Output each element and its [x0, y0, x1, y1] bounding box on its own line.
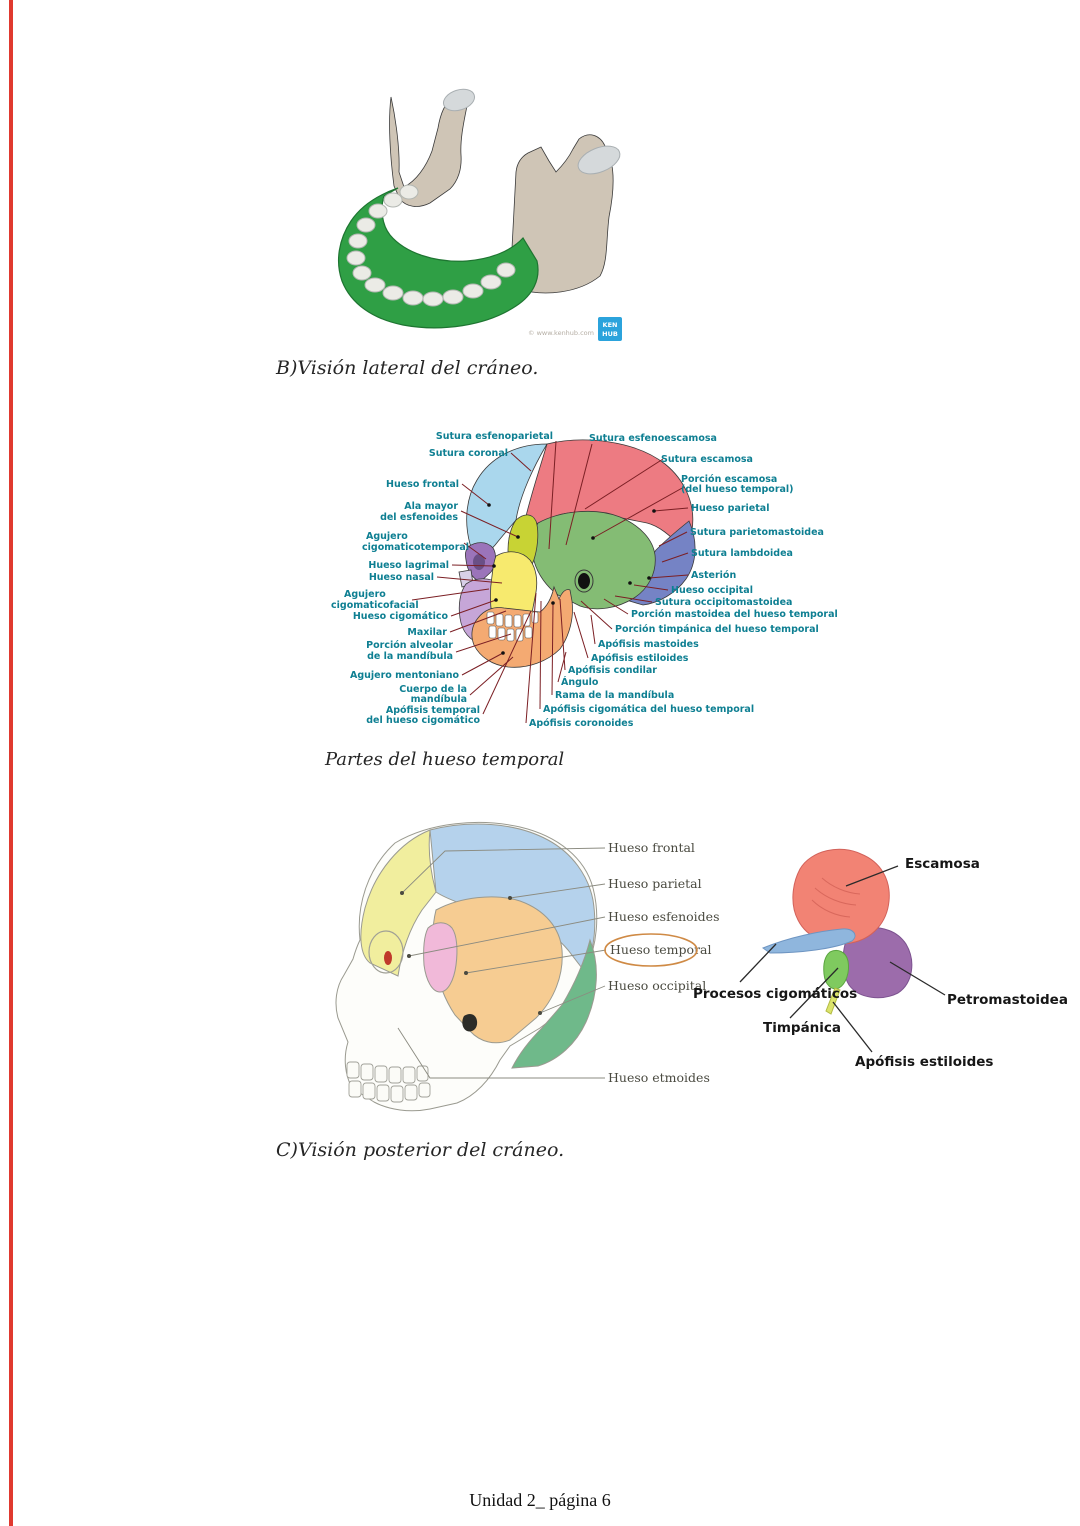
mandible-left-condyle: [442, 88, 476, 112]
mandible-teeth: [346, 184, 516, 307]
mandible-right-condyle: [577, 145, 621, 175]
label-agujero-cigomaticotemporal-1: Agujero: [366, 531, 408, 542]
label-sutura-lambdoidea: Sutura lambdoidea: [691, 548, 793, 559]
ear-canal: [578, 573, 590, 589]
temporal-bone-leaders: [739, 865, 946, 1053]
label-ala-mayor-2: del esfenoides: [380, 512, 458, 523]
zygomatic-process-part: [761, 928, 856, 954]
label-sutura-esfenoparietal: Sutura esfenoparietal: [436, 431, 553, 442]
label-porcion-escamosa-1: Porción escamosa: [681, 474, 777, 485]
temporal-squamous-shape: [531, 510, 656, 610]
label-apofisis-coronoides: Apófisis coronoides: [529, 718, 634, 729]
label-side-hueso-temporal: Hueso temporal: [610, 942, 712, 957]
label-apofisis-temporal-cigomatico-2: del hueso cigomático: [366, 715, 480, 726]
label-escamosa: Escamosa: [905, 856, 980, 872]
ear-opening-sketch: [462, 1013, 478, 1032]
figure-mandible: © www.kenhub.com KEN HUB: [280, 55, 640, 350]
kenhub-logo-text-2: HUB: [602, 330, 618, 338]
label-maxilar: Maxilar: [407, 627, 447, 638]
mandible-illustration: © www.kenhub.com KEN HUB: [337, 88, 622, 341]
label-angulo: Ángulo: [561, 676, 599, 688]
label-apofisis-estiloides-3d: Apófisis estiloides: [855, 1054, 993, 1070]
label-apofisis-condilar: Apófisis condilar: [568, 665, 657, 676]
label-hueso-parietal: Hueso parietal: [691, 503, 769, 514]
leader-lines: [411, 440, 689, 724]
kenhub-watermark: © www.kenhub.com: [528, 329, 594, 337]
figure-temporal-bone: Escamosa Procesos cigomáticos Timpánica …: [685, 840, 1068, 1080]
label-agujero-mentoniano: Agujero mentoniano: [350, 670, 460, 681]
label-hueso-lagrimal: Hueso lagrimal: [368, 560, 449, 571]
label-ala-mayor-1: Ala mayor: [404, 501, 458, 512]
page-footer: Unidad 2_ página 6: [469, 1490, 611, 1510]
label-apofisis-mastoides: Apófisis mastoides: [598, 639, 699, 650]
label-hueso-occipital: Hueso occipital: [671, 585, 753, 596]
orbit-sketch: [368, 930, 404, 974]
label-sutura-esfenoescamosa: Sutura esfenoescamosa: [589, 433, 717, 444]
lateral-skull-diagram: Sutura esfenoparietal Sutura coronal Hue…: [331, 431, 838, 729]
label-porcion-mastoidea: Porción mastoidea del hueso temporal: [631, 609, 838, 620]
sphenoid-pink: [423, 922, 458, 993]
label-sutura-escamosa: Sutura escamosa: [661, 454, 753, 465]
hueso-temporal-circle: [604, 933, 698, 967]
caption-partes-hueso-temporal: Partes del hueso temporal: [325, 749, 565, 770]
occipital-green: [511, 938, 597, 1069]
label-side-hueso-esfenoides: Hueso esfenoides: [608, 909, 720, 924]
label-hueso-cigomatico: Hueso cigomático: [353, 611, 449, 622]
styloid-part: [825, 987, 841, 1015]
label-agujero-cigomaticofacial-1: Agujero: [344, 589, 386, 600]
label-porcion-escamosa-2: (del hueso temporal): [681, 484, 794, 495]
lacrimal-red-spot: [384, 951, 392, 965]
squamous-part: [792, 848, 890, 945]
label-apofisis-estiloides: Apófisis estiloides: [591, 653, 689, 664]
label-sutura-occipitomastoidea: Sutura occipitomastoidea: [655, 597, 792, 608]
label-apofisis-cigomatica-temporal: Apófisis cigomática del hueso temporal: [543, 704, 754, 715]
caption-vision-lateral: B)Visión lateral del cráneo.: [276, 357, 539, 379]
skull-side-dots: [400, 891, 542, 1015]
label-side-hueso-etmoides: Hueso etmoides: [608, 1070, 710, 1085]
label-agujero-cigomaticofacial-2: cigomaticofacial: [331, 600, 419, 611]
frontal-yellow: [360, 829, 437, 977]
label-procesos-cigomaticos: Procesos cigomáticos: [693, 986, 857, 1002]
leader-dots: [487, 503, 656, 655]
ear-canal-ring: [574, 569, 594, 593]
squamous-streaks: [811, 877, 861, 918]
label-timpanica: Timpánica: [763, 1020, 841, 1036]
label-sutura-parietomastoidea: Sutura parietomastoidea: [690, 527, 824, 538]
caption-vision-posterior: C)Visión posterior del cráneo.: [276, 1139, 565, 1161]
label-porcion-alveolar-2: de la mandíbula: [367, 651, 453, 662]
skull-side-leaders: [397, 847, 607, 1079]
figure-lateral-skull: Sutura esfenoparietal Sutura coronal Hue…: [331, 418, 840, 748]
label-cuerpo-mandibula-2: mandíbula: [411, 694, 467, 705]
label-hueso-frontal: Hueso frontal: [386, 479, 459, 490]
label-sutura-coronal: Sutura coronal: [429, 448, 508, 459]
kenhub-logo: [598, 317, 622, 341]
label-rama-mandibula: Rama de la mandíbula: [555, 690, 674, 701]
red-margin-line: [9, 0, 13, 1526]
label-porcion-alveolar-1: Porción alveolar: [366, 640, 453, 651]
label-side-hueso-frontal: Hueso frontal: [608, 840, 695, 855]
label-apofisis-temporal-cigomatico-1: Apófisis temporal: [386, 705, 480, 716]
temporal-bone-illustration: Escamosa Procesos cigomáticos Timpánica …: [693, 848, 1068, 1070]
label-side-hueso-parietal: Hueso parietal: [608, 876, 702, 891]
label-cuerpo-mandibula-1: Cuerpo de la: [399, 684, 467, 695]
label-petromastoidea: Petromastoidea: [947, 992, 1068, 1008]
skull-side-illustration: Hueso frontal Hueso parietal Hueso esfen…: [335, 821, 720, 1112]
mandible-right-ramus: [510, 134, 614, 294]
mandible-body-green: [337, 187, 539, 329]
label-side-hueso-occipital: Hueso occipital: [608, 978, 706, 993]
label-hueso-nasal: Hueso nasal: [369, 572, 434, 583]
kenhub-logo-text-1: KEN: [603, 321, 618, 329]
figure-skull-side: Hueso frontal Hueso parietal Hueso esfen…: [330, 818, 720, 1120]
label-asterion: Asterión: [691, 570, 736, 581]
label-agujero-cigomaticotemporal-2: cigomaticotemporal: [362, 542, 469, 553]
label-porcion-timpanica: Porción timpánica del hueso temporal: [615, 624, 819, 635]
